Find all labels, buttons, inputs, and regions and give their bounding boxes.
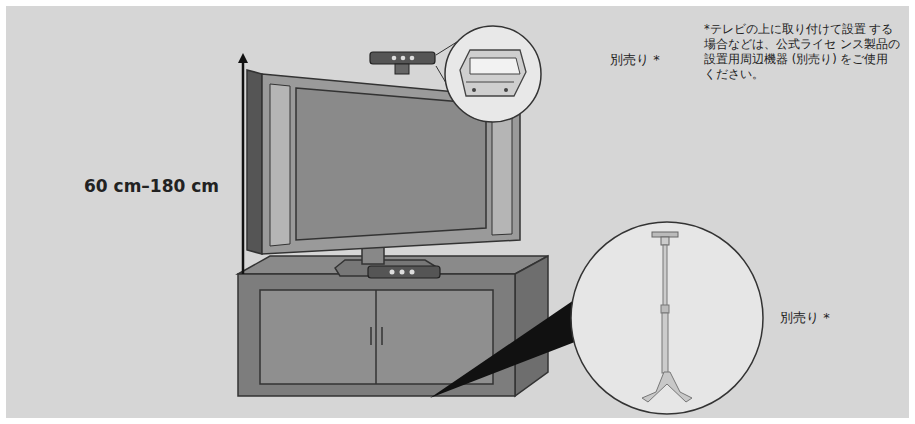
- footnote: *テレビの上に取り付けて設置 する場合などは、公式ライセ ンス製品の設置用周辺機…: [704, 22, 900, 82]
- height-dimension: 60 cm–180 cm: [84, 176, 219, 196]
- sold-separately-label: 別売り *: [780, 309, 830, 327]
- sold-separately-label: 別売り *: [610, 51, 660, 69]
